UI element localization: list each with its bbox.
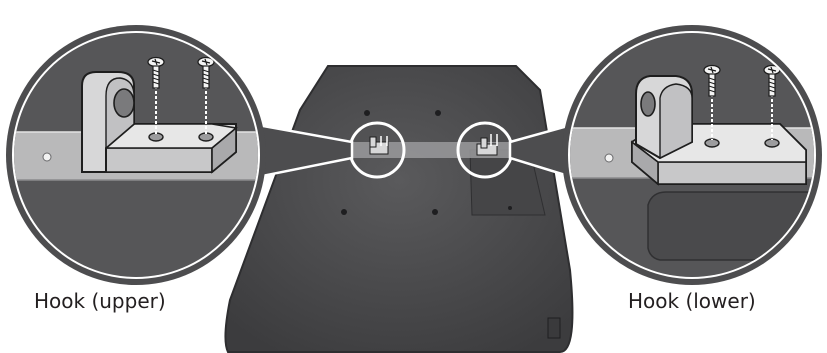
small-hook-upper [348,121,406,179]
magnified-view-lower [562,25,822,285]
hook-upper-label: Hook (upper) [34,289,166,313]
hook-lower-label: Hook (lower) [628,289,756,313]
hook-bracket-lower [630,75,807,186]
magnified-view-upper [6,25,266,285]
hook-bracket-upper [81,71,238,174]
monitor-back-panel [224,65,574,353]
